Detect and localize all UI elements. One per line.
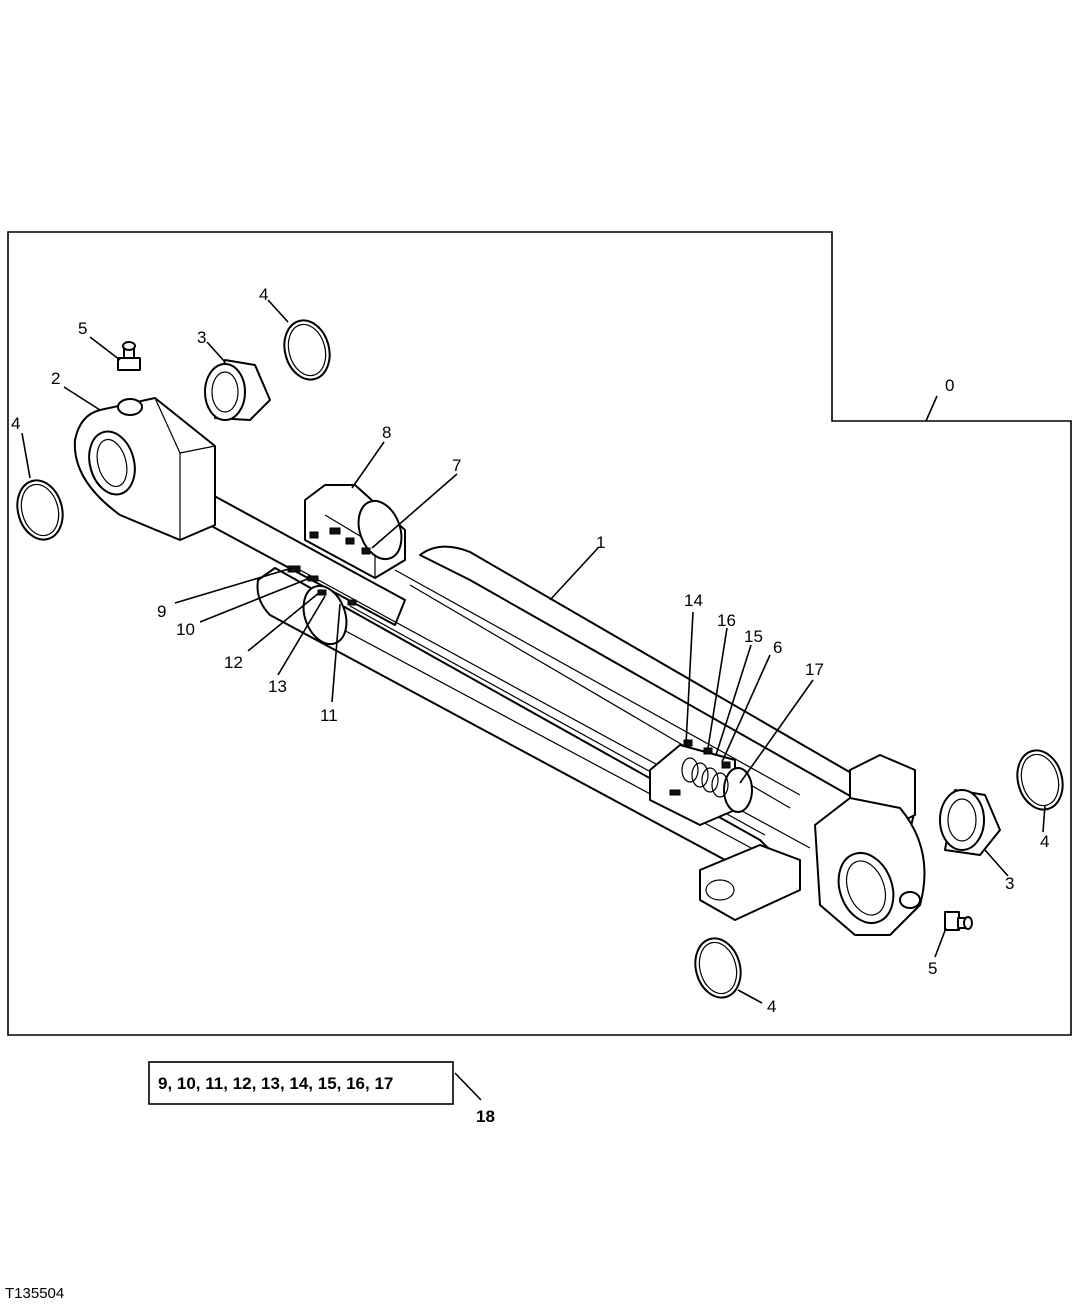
callout-grease-fitting-top: 5 <box>78 319 87 338</box>
figure-id: T135504 <box>5 1285 64 1302</box>
callout-bushing-top: 3 <box>197 328 206 347</box>
callout-barrel: 1 <box>596 533 605 552</box>
callout-seal-10: 10 <box>176 620 195 639</box>
callout-snap-ring-top: 4 <box>259 285 268 304</box>
kit-contents: 9, 10, 11, 12, 13, 14, 15, 16, 17 <box>158 1074 393 1093</box>
callout-seal-7: 7 <box>452 456 461 475</box>
grease-fitting-right <box>944 911 973 931</box>
bushing-top <box>204 359 271 421</box>
snap-ring-top <box>283 319 331 381</box>
callout-seal-16: 16 <box>717 611 736 630</box>
assembly-frame <box>7 231 1072 1036</box>
gland <box>304 484 406 579</box>
callout-seal-12: 12 <box>224 653 243 672</box>
head-end-eye <box>814 754 926 936</box>
callout-seal-14: 14 <box>684 591 703 610</box>
snap-ring-left <box>16 479 64 541</box>
callout-snap-ring-bottom: 4 <box>767 997 776 1016</box>
callout-rod-end: 2 <box>51 369 60 388</box>
callout-assembly: 0 <box>945 376 954 395</box>
gland-seals <box>287 565 357 606</box>
callout-piston: 6 <box>773 638 782 657</box>
bushing-right <box>939 789 1001 856</box>
callout-seal-9: 9 <box>157 602 166 621</box>
leader-lines <box>21 299 1046 1101</box>
snap-ring-right <box>1016 749 1064 811</box>
kit-box <box>148 1061 454 1105</box>
callout-seal-11: 11 <box>320 706 338 725</box>
rod-end-eye <box>73 397 216 541</box>
callout-nut-17: 17 <box>805 660 824 679</box>
callout-grease-fitting-right: 5 <box>928 959 937 978</box>
callout-snap-ring-right: 4 <box>1040 832 1049 851</box>
callout-snap-ring-left: 4 <box>11 414 20 433</box>
snap-ring-bottom <box>694 937 742 999</box>
callout-gland: 8 <box>382 423 391 442</box>
callout-seal-15: 15 <box>744 627 763 646</box>
callout-seal-13: 13 <box>268 677 287 696</box>
kit-number: 18 <box>476 1107 495 1126</box>
grease-fitting-top <box>117 341 141 371</box>
piston <box>649 739 753 826</box>
callout-bushing-right: 3 <box>1005 874 1014 893</box>
